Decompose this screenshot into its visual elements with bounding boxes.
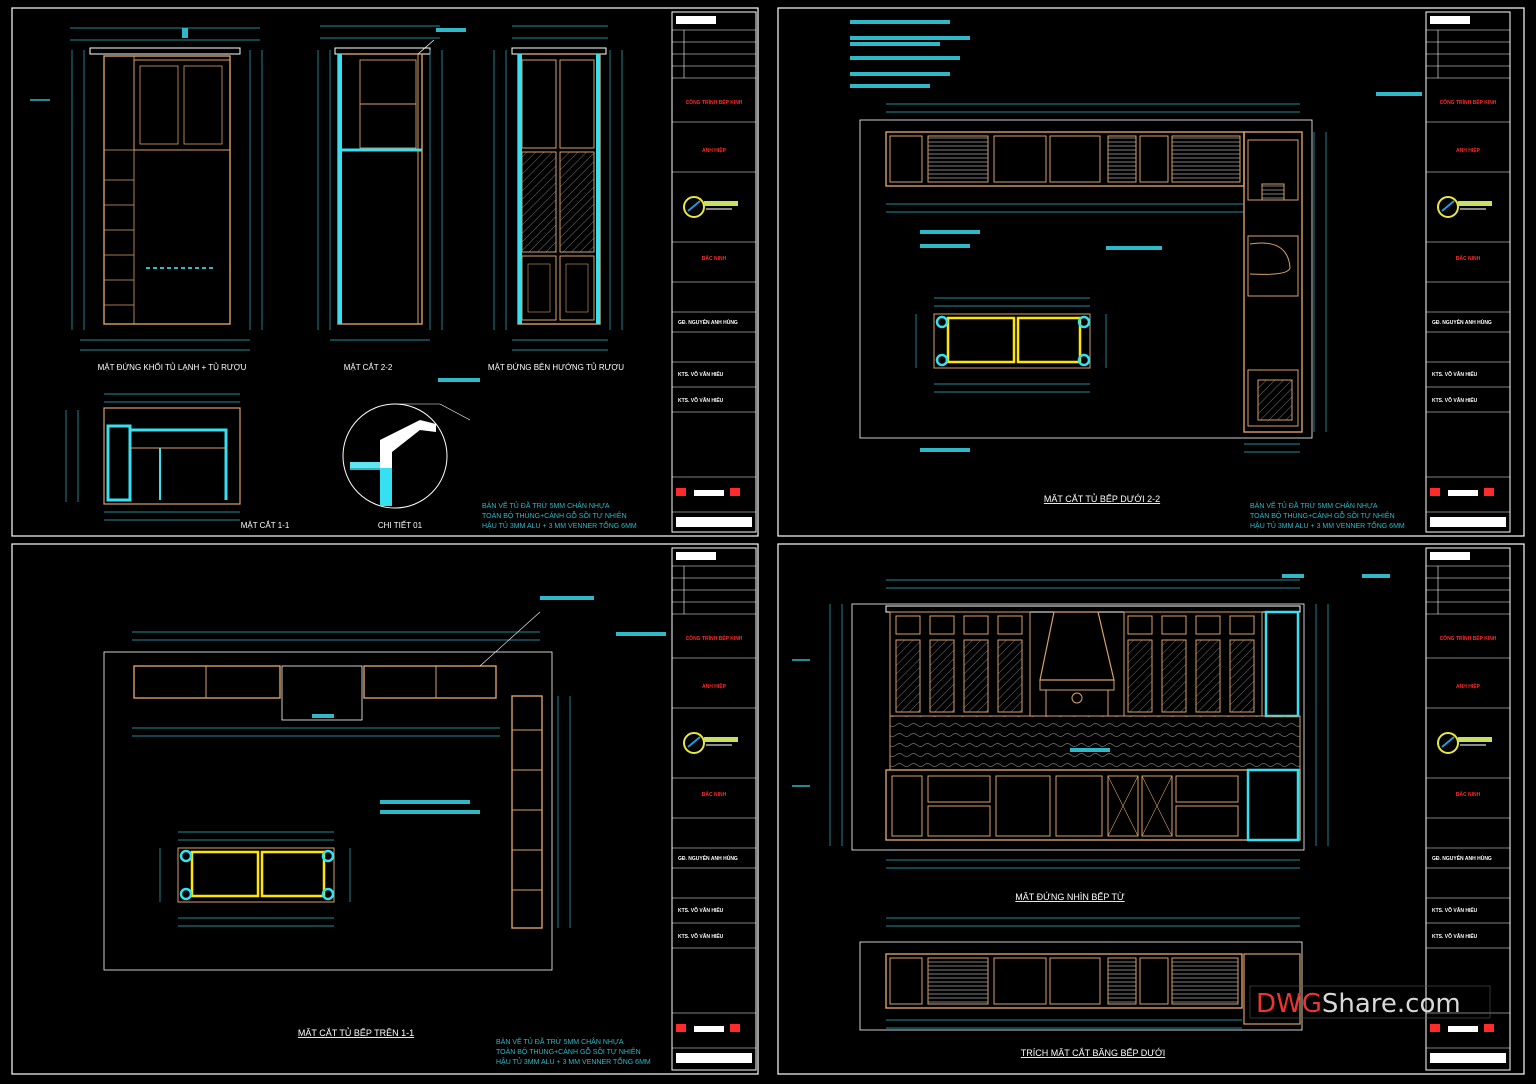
company-logo-4 [1437, 732, 1492, 754]
island-plan-2 [915, 297, 1107, 393]
elev-fridge-wine [30, 27, 263, 351]
tb2-person-2: KTS. VÕ VĂN HIẾU [1432, 371, 1478, 378]
sheet-frames [11, 7, 1525, 1075]
detail-01 [342, 403, 471, 509]
caption-upper-1-1: MẶT CẮT TỦ BẾP TRÊN 1-1 [298, 1027, 414, 1038]
tb-person-2: KTS. VÕ VĂN HIẾU [678, 371, 724, 378]
tb4-person-2: KTS. VÕ VĂN HIẾU [1432, 907, 1478, 914]
sheet-3-notes: BẢN VẼ TỦ ĐÃ TRỪ 5MM CHÂN NHỰA TOÀN BỘ T… [496, 1037, 651, 1066]
title-block-4: CÔNG TRÌNH BẾP KINH ANH HIỆP BẮC NINH GĐ… [1425, 547, 1511, 1071]
tb-person-3: KTS. VÕ VĂN HIẾU [678, 397, 724, 404]
note-1-3: HẬU TỦ 3MM ALU + 3 MM VENNER TỔNG 6MM [482, 521, 637, 530]
title-block-1: CÔNG TRÌNH BẾP KINH ANH HIỆP BẮC NINH GĐ… [671, 11, 757, 533]
tb3-project: CÔNG TRÌNH BẾP KINH [686, 634, 743, 642]
callout-tags-2 [850, 20, 1422, 452]
watermark-dwg: DWG [1256, 989, 1322, 1019]
tb2-project: CÔNG TRÌNH BẾP KINH [1440, 98, 1497, 106]
note-1-1: BẢN VẼ TỦ ĐÃ TRỪ 5MM CHÂN NHỰA [482, 501, 610, 510]
tb4-person-3: KTS. VÕ VĂN HIẾU [1432, 933, 1478, 940]
callout-tags-3 [312, 596, 666, 814]
sheet-3-drawings: MẶT CẮT TỦ BẾP TRÊN 1-1 BẢN VẼ TỦ ĐÃ TRỪ… [103, 596, 666, 1066]
tb2-person-1: GĐ. NGUYỄN ANH HÙNG [1432, 319, 1492, 326]
tb3-person-3: KTS. VÕ VĂN HIẾU [678, 933, 724, 940]
sheet-1-notes: BẢN VẼ TỦ ĐÃ TRỪ 5MM CHÂN NHỰA TOÀN BỘ T… [482, 501, 637, 530]
note-2-2: TOÀN BỘ THÙNG+CÁNH GỖ SỒI TỰ NHIÊN [1250, 510, 1395, 520]
elev-wine-side [493, 25, 623, 351]
tb-person-1: GĐ. NGUYỄN ANH HÙNG [678, 319, 738, 326]
tb4-project: CÔNG TRÌNH BẾP KINH [1440, 634, 1497, 642]
tb3-phase: BẮC NINH [702, 790, 727, 798]
sheet-2-notes: BẢN VẼ TỦ ĐÃ TRỪ 5MM CHÂN NHỰA TOÀN BỘ T… [1250, 501, 1405, 530]
watermark-share: Share.com [1322, 989, 1461, 1019]
caption-lower-strip: TRÍCH MẶT CẮT BĂNG BẾP DƯỚI [1021, 1048, 1165, 1058]
caption-section-2-2: MẶT CẮT 2-2 [344, 363, 393, 372]
tb-project: CÔNG TRÌNH BẾP KINH [686, 98, 743, 106]
tb4-person-1: GĐ. NGUYỄN ANH HÙNG [1432, 855, 1492, 862]
note-3-1: BẢN VẼ TỦ ĐÃ TRỪ 5MM CHÂN NHỰA [496, 1037, 624, 1046]
tb-phase: BẮC NINH [702, 254, 727, 262]
island-plan-3 [159, 831, 351, 927]
tb3-person-2: KTS. VÕ VĂN HIẾU [678, 907, 724, 914]
section-2-2 [317, 25, 466, 341]
caption-section-1-1: MẶT CẮT 1-1 [241, 521, 290, 530]
note-3-3: HẬU TỦ 3MM ALU + 3 MM VENNER TỔNG 6MM [496, 1057, 651, 1066]
tb4-phase: BẮC NINH [1456, 790, 1481, 798]
company-logo [683, 196, 738, 218]
kitchen-lower-plan [859, 103, 1327, 453]
section-1-1 [65, 393, 241, 521]
tb-client: ANH HIỆP [702, 146, 727, 154]
title-block-2: CÔNG TRÌNH BẾP KINH ANH HIỆP BẮC NINH GĐ… [1425, 11, 1511, 533]
caption-elev-fridge: MẶT ĐỨNG KHỐI TỦ LẠNH + TỦ RƯỢU [98, 362, 247, 372]
tb2-phase: BẮC NINH [1456, 254, 1481, 262]
caption-front-elev: MẶT ĐỨNG NHÌN BẾP TỪ [1015, 892, 1125, 902]
kitchen-upper-plan [103, 611, 571, 971]
tb4-client: ANH HIỆP [1456, 682, 1481, 690]
tb2-person-3: KTS. VÕ VĂN HIẾU [1432, 397, 1478, 404]
tb2-client: ANH HIỆP [1456, 146, 1481, 154]
caption-elev-wine: MẶT ĐỨNG BÊN HƯỚNG TỦ RƯỢU [488, 363, 624, 372]
caption-detail-01: CHI TIẾT 01 [378, 520, 423, 530]
note-2-1: BẢN VẼ TỦ ĐÃ TRỪ 5MM CHÂN NHỰA [1250, 501, 1378, 510]
note-1-2: TOÀN BỘ THÙNG+CÁNH GỖ SỒI TỰ NHIÊN [482, 510, 627, 520]
company-logo-3 [683, 732, 738, 754]
sheet-4-drawings: MẶT ĐỨNG NHÌN BẾP TỪ TRÍCH MẶT CẮT BĂNG … [792, 574, 1390, 1058]
watermark: DWGShare.com [1249, 985, 1491, 1019]
lower-strip-section [859, 917, 1303, 1031]
note-3-2: TOÀN BỘ THÙNG+CÁNH GỖ SỒI TỰ NHIÊN [496, 1046, 641, 1056]
caption-lower-2-2: MẶT CẮT TỦ BẾP DƯỚI 2-2 [1044, 493, 1160, 504]
svg-text:DWGShare.com: DWGShare.com [1256, 989, 1461, 1019]
company-logo-2 [1437, 196, 1492, 218]
tb3-client: ANH HIỆP [702, 682, 727, 690]
tb3-person-1: GĐ. NGUYỄN ANH HÙNG [678, 855, 738, 862]
title-block-3: CÔNG TRÌNH BẾP KINH ANH HIỆP BẮC NINH GĐ… [671, 547, 757, 1071]
sheet-1-drawings: MẶT ĐỨNG KHỐI TỦ LẠNH + TỦ RƯỢU MẶT CẮT … [30, 25, 637, 530]
kitchen-front-elevation [792, 579, 1329, 869]
note-2-3: HẬU TỦ 3MM ALU + 3 MM VENNER TỔNG 6MM [1250, 521, 1405, 530]
sheet-2-drawings: MẶT CẮT TỦ BẾP DƯỚI 2-2 BẢN VẼ TỦ ĐÃ TRỪ… [850, 20, 1422, 530]
